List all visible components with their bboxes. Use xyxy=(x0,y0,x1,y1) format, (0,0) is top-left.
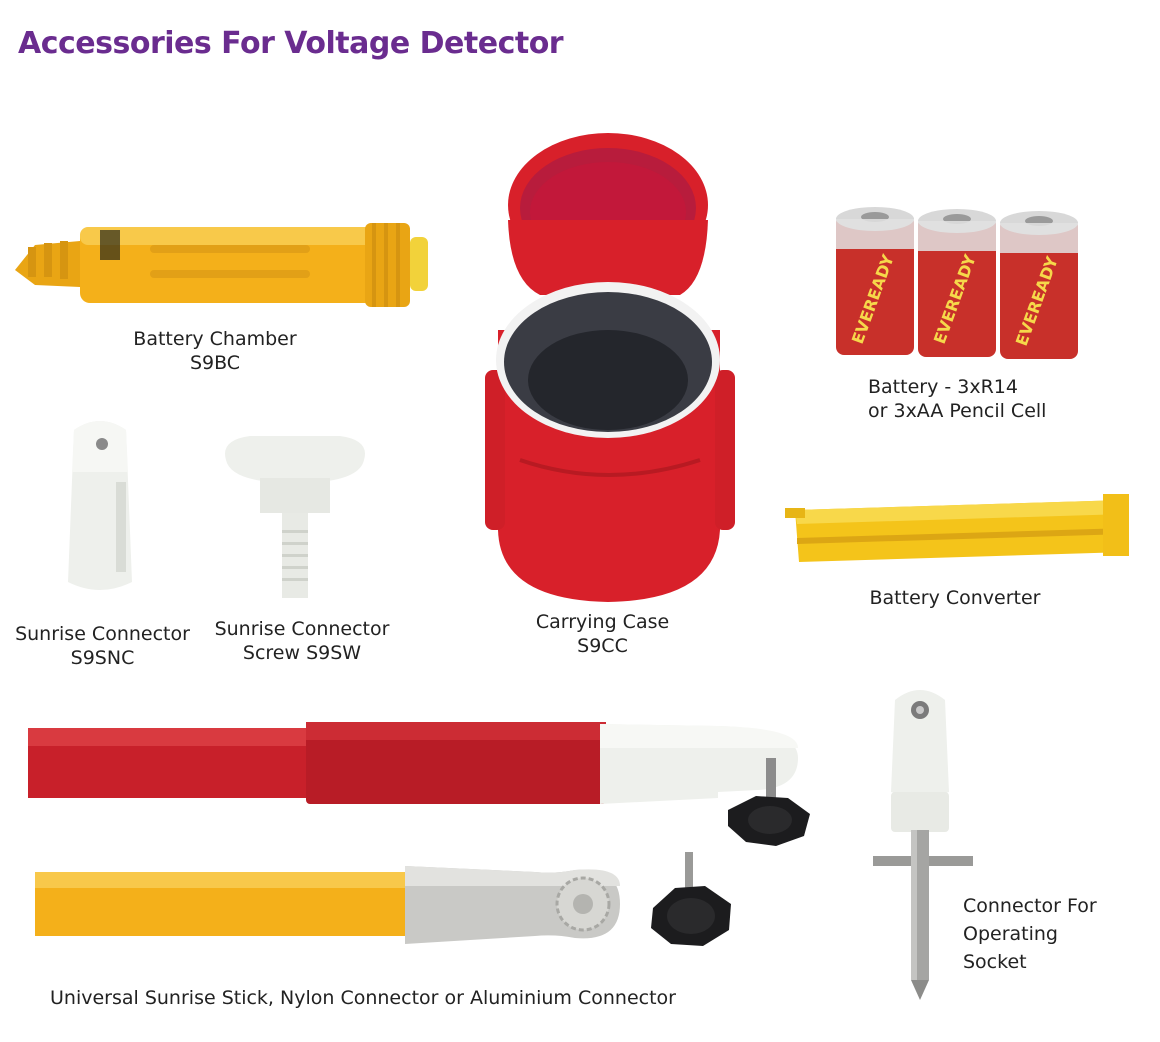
battery-image: EVEREADY EVEREADY EVEREADY xyxy=(836,207,1078,359)
universal-stick-caption: Universal Sunrise Stick, Nylon Connector… xyxy=(50,986,730,1010)
sunrise-connector-code: S9SNC xyxy=(70,647,135,669)
sunrise-connector-label: Sunrise Connector xyxy=(15,623,190,645)
operating-socket-connector-image xyxy=(873,690,973,1000)
sunrise-connector-image xyxy=(68,421,132,590)
carrying-case-caption: Carrying Case S9CC xyxy=(520,610,685,658)
operating-socket-connector-caption: Connector For Operating Socket xyxy=(963,892,1123,976)
sunrise-connector-screw-label: Sunrise Connector xyxy=(214,618,390,640)
page-title: Accessories For Voltage Detector xyxy=(18,26,564,61)
yellow-stick-aluminium-connector-image xyxy=(35,852,731,946)
battery-caption: Battery - 3xR14 or 3xAA Pencil Cell xyxy=(868,375,1118,423)
operating-socket-connector-line1: Connector For xyxy=(963,895,1097,917)
operating-socket-connector-line3: Socket xyxy=(963,951,1027,973)
sunrise-connector-screw-caption: Sunrise Connector Screw S9SW xyxy=(212,617,392,665)
battery-chamber-caption: Battery Chamber S9BC xyxy=(120,327,310,375)
universal-stick-label: Universal Sunrise Stick, Nylon Connector… xyxy=(50,987,676,1009)
sunrise-connector-caption: Sunrise Connector S9SNC xyxy=(15,622,190,670)
sunrise-connector-screw-image xyxy=(225,436,365,598)
carrying-case-label: Carrying Case xyxy=(535,611,670,633)
battery-converter-label: Battery Converter xyxy=(869,587,1041,609)
battery-chamber-label: Battery Chamber xyxy=(133,328,297,350)
battery-spec: or 3xAA Pencil Cell xyxy=(868,400,1047,422)
battery-label: Battery - 3xR14 xyxy=(868,376,1018,398)
battery-chamber-image xyxy=(15,223,428,307)
carrying-case-image xyxy=(485,133,735,602)
battery-chamber-code: S9BC xyxy=(189,352,241,374)
carrying-case-code: S9CC xyxy=(577,635,628,657)
battery-converter-caption: Battery Converter xyxy=(855,586,1055,610)
operating-socket-connector-line2: Operating xyxy=(963,923,1058,945)
red-stick-nylon-connector-image xyxy=(28,722,810,846)
sunrise-connector-screw-code: Screw S9SW xyxy=(242,642,362,664)
battery-converter-image xyxy=(785,494,1129,562)
